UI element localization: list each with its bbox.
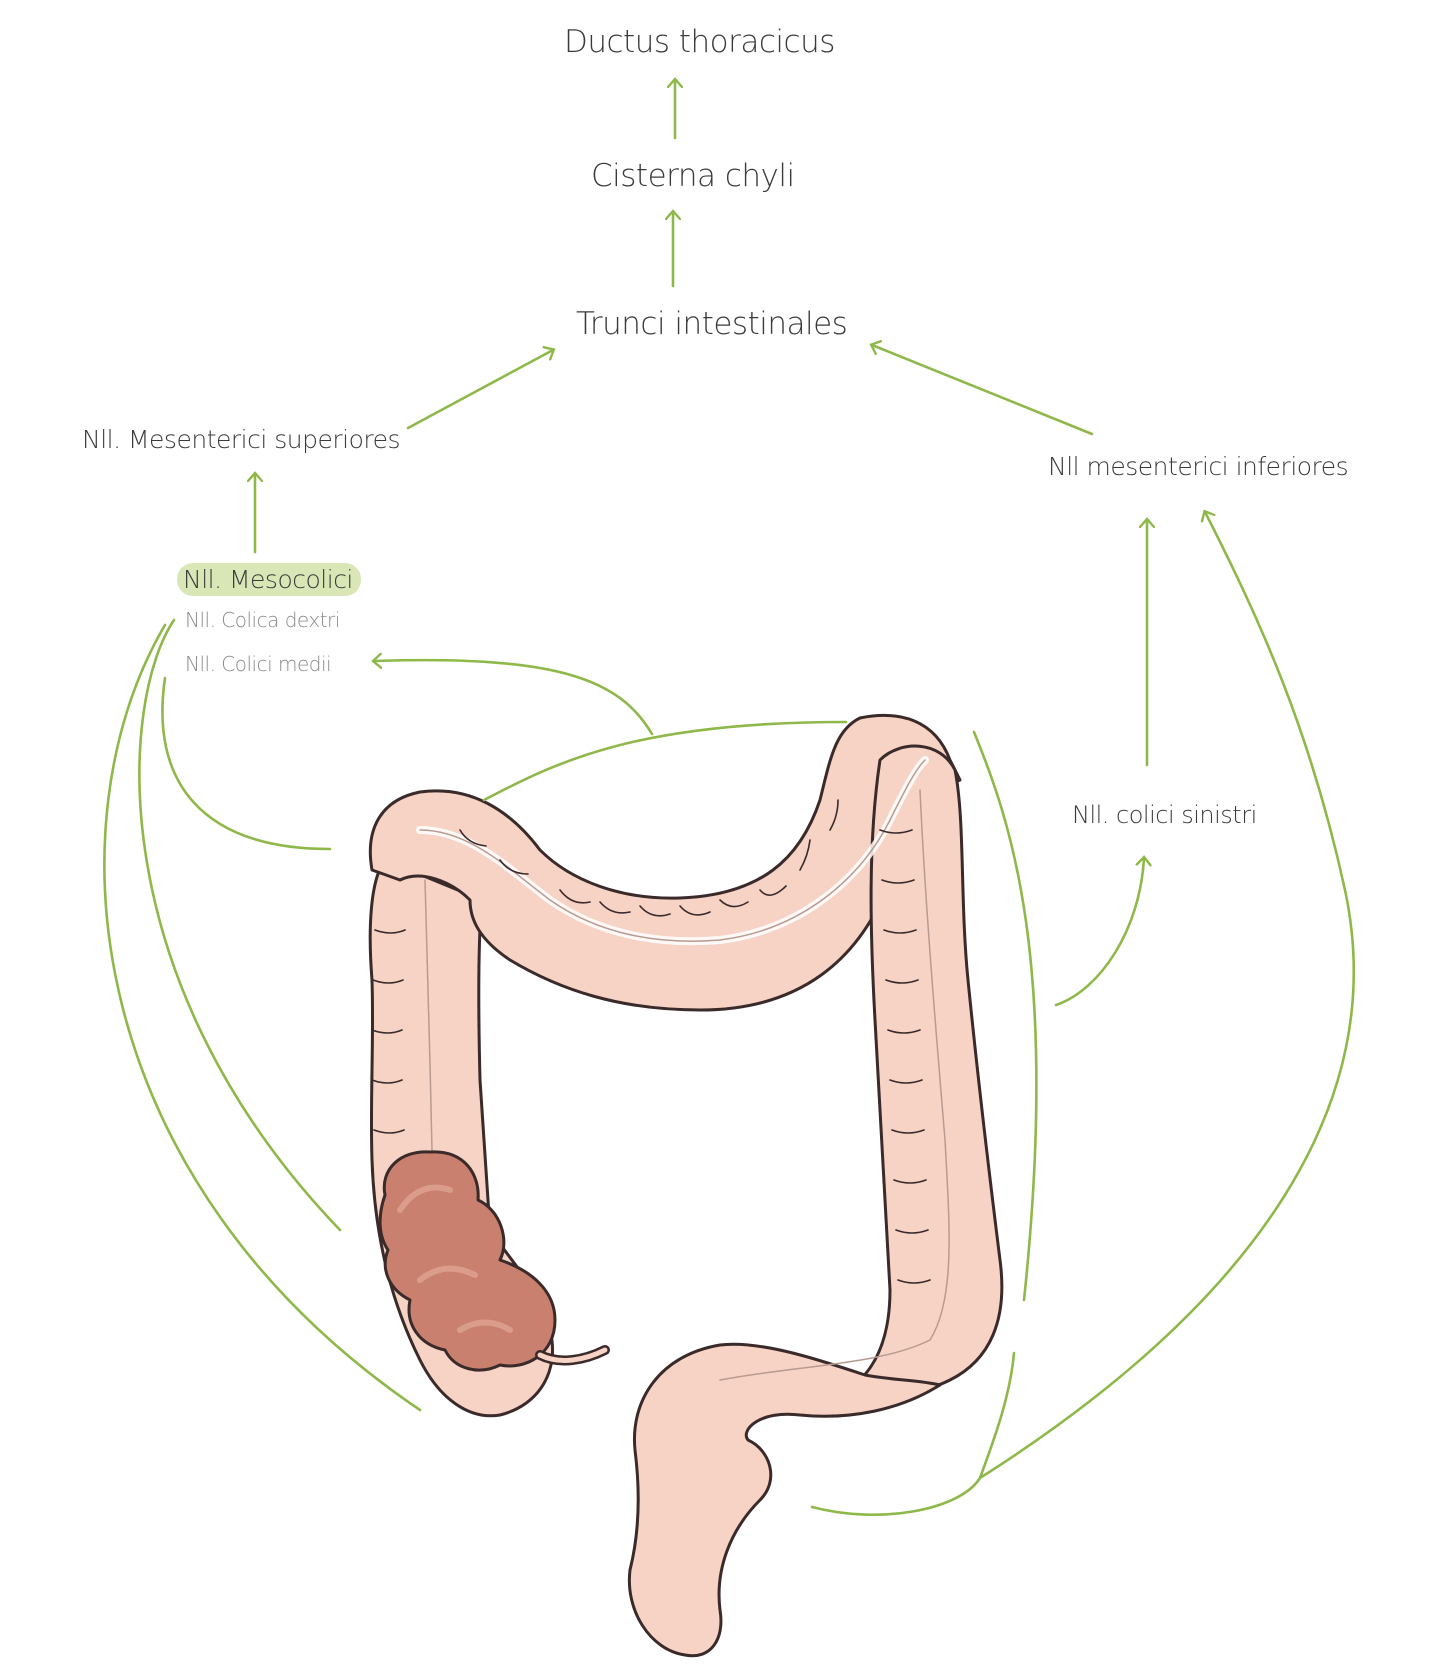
arrow-icon <box>406 350 553 430</box>
arrow-icon <box>1054 858 1144 1007</box>
drainage-arrows <box>103 80 1355 1517</box>
transverse-colon <box>368 713 962 1012</box>
arrow-icon <box>161 676 332 851</box>
arrow-icon <box>810 1476 982 1517</box>
label-ductus-thoracicus: Ductus thoracicus <box>564 24 835 60</box>
arrow-icon <box>872 345 1094 436</box>
arrow-icon <box>482 720 848 802</box>
arrow-icon <box>374 660 654 736</box>
arrow-icon <box>972 730 1038 1302</box>
label-nll-colici-sinistri: Nll. colici sinistri <box>1072 801 1257 829</box>
label-trunci-intestinales: Trunci intestinales <box>576 306 848 342</box>
label-nll-colici-medii: Nll. Colici medii <box>185 652 332 676</box>
arrow-icon <box>978 512 1355 1480</box>
label-nll-mesenterici-inferiores: Nll mesenterici inferiores <box>1048 452 1349 481</box>
cecum <box>378 1150 557 1372</box>
arrow-icon <box>978 1351 1016 1480</box>
large-intestine-illustration <box>368 713 1004 1658</box>
label-cisterna-chyli: Cisterna chyli <box>591 158 795 194</box>
label-nll-colica-dextri: Nll. Colica dextri <box>185 608 340 632</box>
arrow-icon <box>103 623 422 1412</box>
arrow-icon <box>138 618 342 1232</box>
label-nll-mesocolici: Nll. Mesocolici <box>177 563 361 596</box>
sigmoid-rectum <box>627 1342 942 1658</box>
label-nll-mesenterici-superiores: Nll. Mesenterici superiores <box>82 425 401 454</box>
